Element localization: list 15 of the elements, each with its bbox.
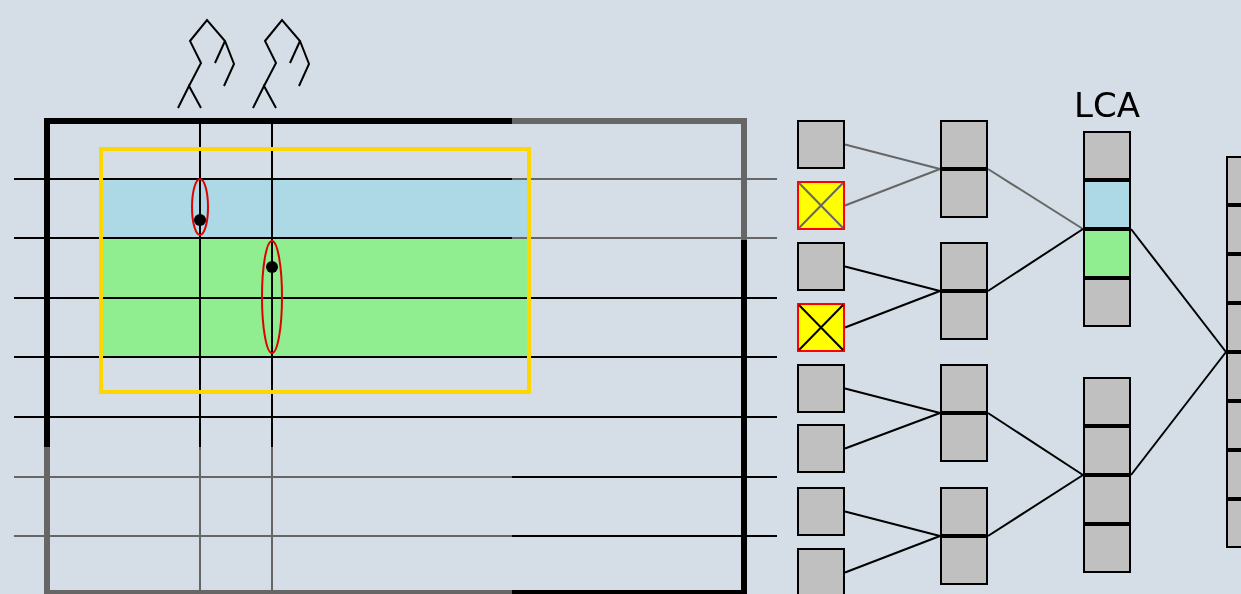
connector-line [844, 265, 941, 292]
column-heading: LCA [1073, 85, 1141, 125]
connector-line [987, 474, 1084, 537]
connector-line [987, 168, 1084, 230]
connector-line [1130, 351, 1227, 476]
connector-line [1130, 228, 1227, 353]
connector-line [844, 387, 941, 414]
connector-line [987, 412, 1084, 476]
connector-line [987, 228, 1084, 292]
connector-line [844, 168, 941, 207]
connector-line [844, 412, 941, 450]
connector-line [844, 510, 941, 537]
connector-line [844, 535, 941, 574]
connector-line [844, 290, 941, 329]
connector-line [844, 143, 941, 170]
